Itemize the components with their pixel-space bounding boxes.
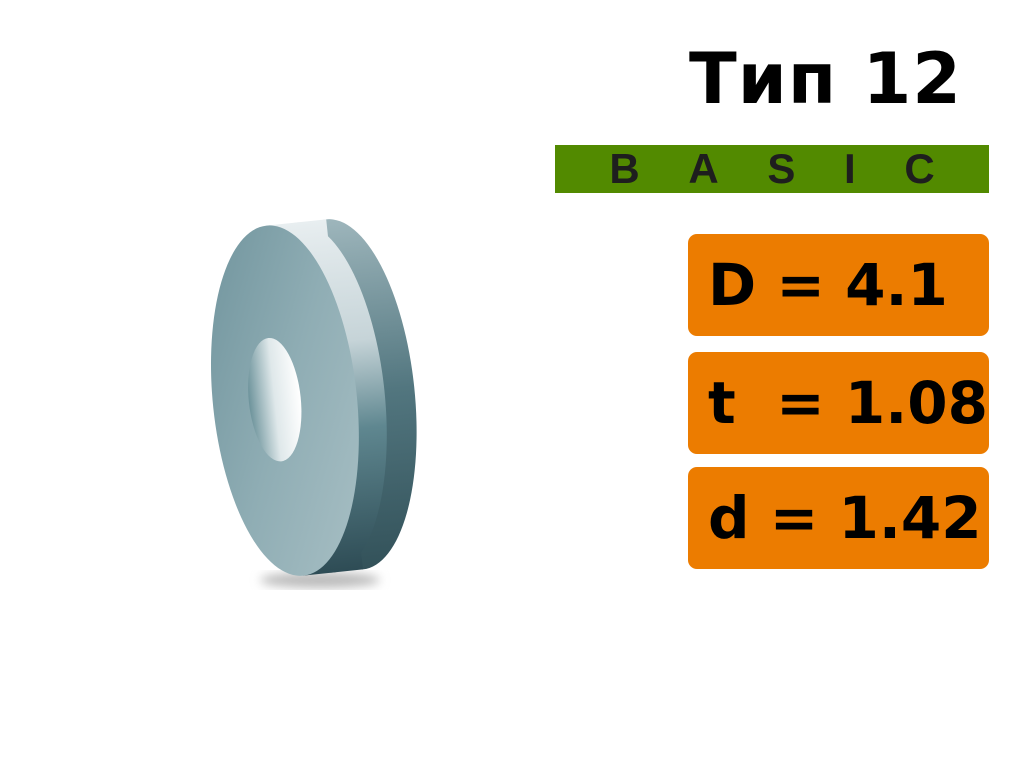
banner-letter: B (609, 145, 640, 192)
param-thickness: t = 1.08 (688, 352, 989, 454)
page-title: Тип 12 (689, 38, 962, 120)
banner-letter: I (844, 145, 856, 192)
param-inner-diameter: d = 1.42 (688, 467, 989, 569)
banner-letter: S (767, 145, 796, 192)
washer-icon (180, 200, 440, 604)
param-outer-diameter: D = 4.1 (688, 234, 989, 336)
basic-banner: B A S I C (555, 145, 989, 193)
banner-letter: C (904, 145, 935, 192)
banner-letter: A (688, 145, 719, 192)
